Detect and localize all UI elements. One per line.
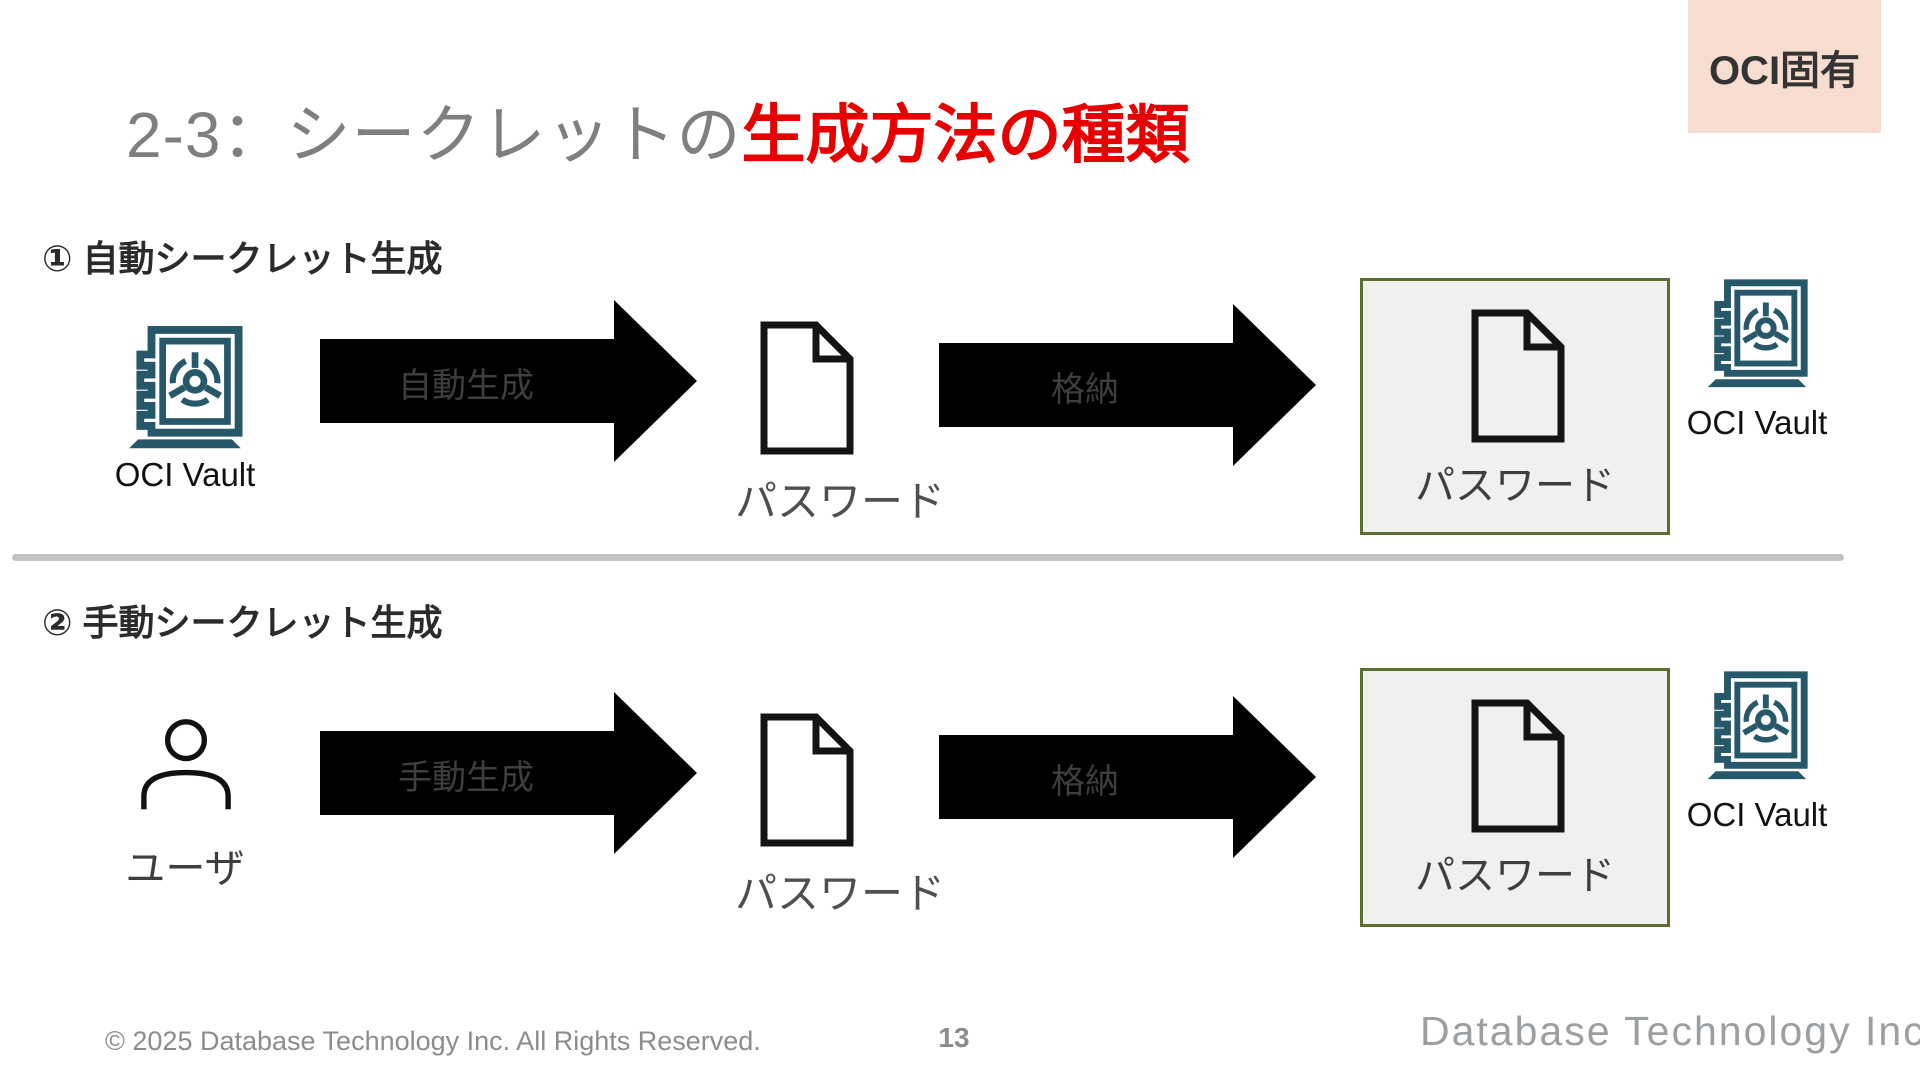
password-label: パスワード	[734, 870, 945, 917]
page-number: 13	[938, 1022, 970, 1053]
generate-arrow-label: 手動生成	[398, 758, 534, 797]
generate-arrow: 手動生成	[318, 689, 700, 862]
generate-arrow: 自動生成	[318, 297, 700, 470]
vault-icon	[1698, 274, 1816, 394]
document-icon	[1468, 699, 1568, 838]
stored-password-label: パスワード	[1415, 464, 1615, 508]
stored-password-label: パスワード	[1415, 854, 1615, 898]
target-vault-label: OCI Vault	[1686, 404, 1828, 441]
company-logo: Database Technology Inc.	[1420, 1008, 1920, 1054]
page-title: 2-3：シークレットの生成方法の種類	[126, 84, 1190, 176]
user-icon	[132, 710, 240, 820]
footer-copyright: © 2025 Database Technology Inc. All Righ…	[105, 1026, 761, 1056]
vault-icon	[1698, 666, 1816, 786]
target-vault-label: OCI Vault	[1686, 796, 1828, 833]
section-divider	[12, 554, 1844, 561]
store-arrow-label: 格納	[1051, 370, 1119, 409]
document-icon	[1468, 309, 1568, 448]
title-highlight: 生成方法の種類	[741, 99, 1190, 171]
source-vault-label: OCI Vault	[114, 456, 256, 493]
vault-icon	[118, 320, 252, 456]
document-icon	[757, 713, 857, 847]
section-auto-heading: ① 自動シークレット生成	[42, 238, 443, 279]
user-label: ユーザ	[125, 847, 245, 891]
stored-secret-box: パスワード	[1360, 278, 1670, 535]
store-arrow: 格納	[937, 301, 1319, 474]
store-arrow: 格納	[937, 693, 1319, 866]
generate-arrow-label: 自動生成	[398, 366, 534, 405]
stored-secret-box: パスワード	[1360, 668, 1670, 927]
title-prefix: 2-3：シークレットの	[126, 99, 742, 171]
document-icon	[757, 321, 857, 455]
oci-specific-badge: OCI固有	[1688, 0, 1881, 133]
password-label: パスワード	[734, 478, 945, 525]
oci-specific-badge-label: OCI固有	[1708, 48, 1861, 93]
store-arrow-label: 格納	[1051, 762, 1119, 801]
section-manual-heading: ② 手動シークレット生成	[42, 602, 443, 643]
